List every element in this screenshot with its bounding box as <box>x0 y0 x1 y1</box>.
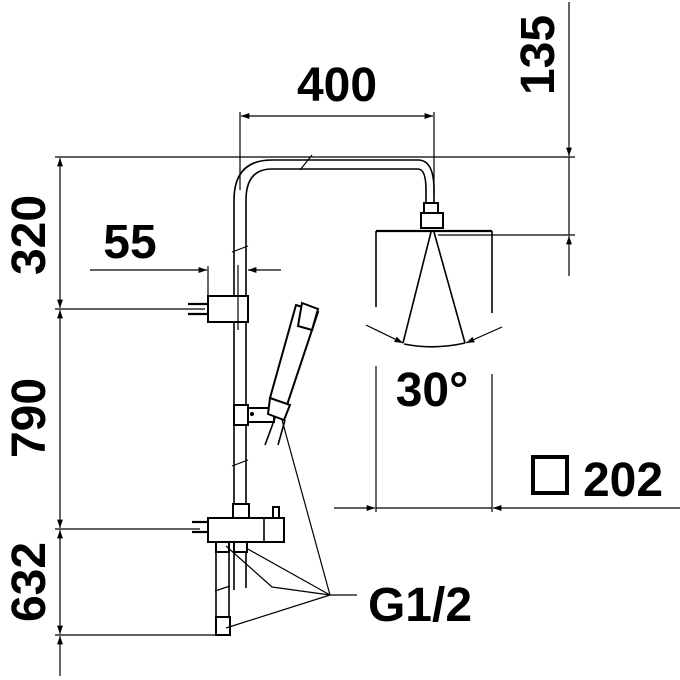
dimension-head-drop: 135 <box>512 2 572 276</box>
dim-label-202: 202 <box>583 454 663 507</box>
connection-leaders: G1/2 <box>225 419 472 632</box>
dim-label-135: 135 <box>512 15 565 95</box>
extension-lines <box>55 112 575 636</box>
dim-label-320: 320 <box>3 195 56 275</box>
square-symbol-icon <box>531 455 569 495</box>
riser-pipe <box>231 154 435 515</box>
dim-label-400: 400 <box>297 59 377 112</box>
thermostatic-mixer <box>192 503 285 636</box>
dim-label-632: 632 <box>3 542 56 622</box>
head-shower <box>365 202 503 348</box>
wall-holder <box>188 265 249 330</box>
dim-label-55: 55 <box>103 216 156 269</box>
dimension-mixer-height: 632 <box>3 530 63 676</box>
dimension-head-size: 202 <box>334 366 680 512</box>
dimension-arm-reach: 400 <box>241 59 433 119</box>
dimension-top-to-holder: 320 <box>3 158 63 308</box>
spray-angle-label: 30° <box>396 364 469 417</box>
hand-shower <box>233 301 320 446</box>
dim-label-790: 790 <box>3 378 56 458</box>
dimension-holder-offset: 55 <box>90 216 281 300</box>
connection-thread-label: G1/2 <box>368 579 472 632</box>
dimension-holder-to-mixer: 790 <box>3 310 63 528</box>
